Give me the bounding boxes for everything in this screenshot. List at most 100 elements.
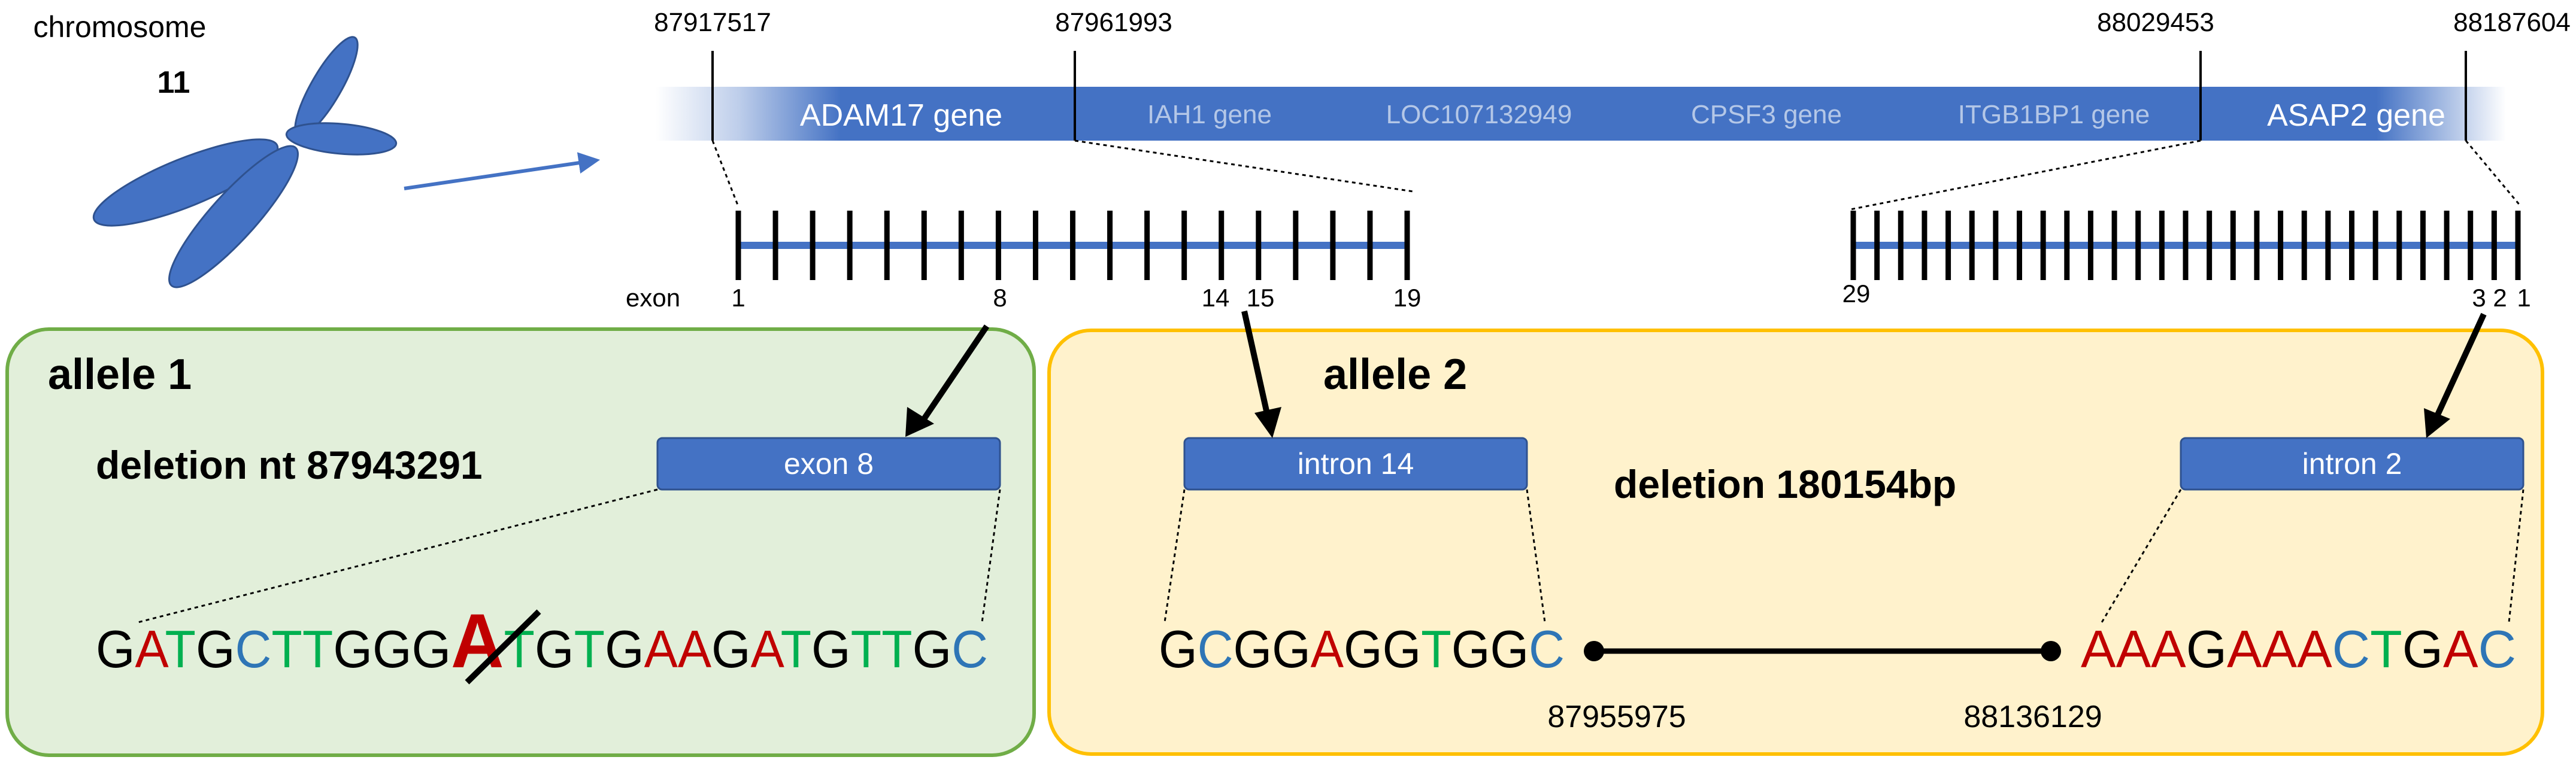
deleted-base-strike bbox=[465, 609, 541, 685]
nucleotide: C bbox=[1529, 619, 1565, 679]
allele2-left-sequence: GCGGAGGTGGC bbox=[1159, 619, 1565, 679]
nucleotide: G bbox=[913, 619, 952, 679]
gene-bar-group: ADAM17 gene IAH1 gene LOC107132949 CPSF3… bbox=[654, 8, 2571, 141]
allele1-region-label: exon 8 bbox=[784, 447, 874, 481]
nucleotide: A bbox=[2443, 619, 2478, 679]
nucleotide: T bbox=[165, 619, 196, 679]
allele2-panel: allele 2 deletion 180154bp intron 14 int… bbox=[1047, 310, 2544, 756]
position-label-3: 88029453 bbox=[2097, 8, 2214, 37]
nucleotide: T bbox=[271, 619, 302, 679]
gene-label-iah1: IAH1 gene bbox=[1147, 100, 1272, 129]
gene-bar bbox=[656, 87, 2506, 141]
zoom-lines bbox=[711, 139, 2522, 211]
allele2-right-arrow bbox=[2431, 312, 2487, 424]
nucleotide: T bbox=[574, 619, 605, 679]
chromosome-arrow bbox=[404, 152, 601, 190]
nucleotide: G bbox=[2402, 619, 2443, 679]
junction-right-dot bbox=[2041, 641, 2061, 661]
nucleotide: G bbox=[372, 619, 412, 679]
nucleotide: T bbox=[2370, 619, 2402, 679]
nucleotide: C bbox=[2478, 619, 2516, 679]
nucleotide: C bbox=[951, 619, 988, 679]
allele2-right-region-box bbox=[2180, 437, 2525, 491]
chromosome-label: chromosome bbox=[34, 10, 207, 44]
nucleotide: G bbox=[1159, 619, 1198, 679]
left-breakpoint-label: 87955975 bbox=[1547, 700, 1686, 734]
allele2-right-arrowhead bbox=[2424, 408, 2450, 438]
nucleotide: G bbox=[333, 619, 372, 679]
exon-label-1-right: 1 bbox=[2517, 284, 2530, 312]
exon-label-14: 14 bbox=[1202, 284, 1230, 312]
gene-label-asap2: ASAP2 gene bbox=[2267, 98, 2445, 133]
chromosome-number: 11 bbox=[157, 65, 190, 100]
exon-prefix-label: exon bbox=[626, 284, 680, 312]
nucleotide: G bbox=[1451, 619, 1490, 679]
nucleotide: A bbox=[678, 619, 711, 679]
exon-ticks-right bbox=[1850, 211, 2521, 280]
allele2-left-arrowhead bbox=[1254, 407, 1281, 438]
nucleotide: C bbox=[235, 619, 272, 679]
right-breakpoint-label: 88136129 bbox=[1963, 700, 2102, 734]
allele2-right-region-label: intron 2 bbox=[2302, 447, 2402, 481]
nucleotide: T bbox=[302, 619, 333, 679]
nucleotide: A bbox=[135, 619, 169, 679]
nucleotide: C bbox=[2332, 619, 2370, 679]
position-label-1: 87917517 bbox=[654, 8, 771, 37]
nucleotide: G bbox=[2186, 619, 2227, 679]
nucleotide: A bbox=[644, 619, 678, 679]
allele2-deletion-label: deletion 180154bp bbox=[1614, 462, 1956, 506]
position-label-4: 88187604 bbox=[2453, 8, 2571, 37]
nucleotide: T bbox=[881, 619, 912, 679]
allele1-deletion-label: deletion nt 87943291 bbox=[96, 443, 483, 487]
nucleotide: G bbox=[535, 619, 574, 679]
nucleotide: A bbox=[2262, 619, 2298, 679]
allele2-zoom-lines bbox=[1163, 489, 2525, 623]
junction-left-dot bbox=[1584, 641, 1604, 661]
exon-map-right bbox=[1850, 211, 2521, 280]
nucleotide: G bbox=[196, 619, 235, 679]
allele2-right-sequence: AAAGAAACTGAC bbox=[2081, 619, 2516, 679]
position-label-2: 87961993 bbox=[1055, 8, 1172, 37]
exon-ticks-left bbox=[735, 211, 1410, 280]
allele1-panel: allele 1 deletion nt 87943291 exon 8 GAT… bbox=[5, 324, 1036, 757]
nucleotide: A bbox=[2297, 619, 2332, 679]
nucleotide: A bbox=[751, 619, 784, 679]
nucleotide: G bbox=[411, 619, 451, 679]
allele1-region-box bbox=[656, 437, 1001, 491]
exon-label-19: 19 bbox=[1393, 284, 1422, 312]
nucleotide: G bbox=[1344, 619, 1383, 679]
allele1-sequence: GATGCTTGGGATGTGAAGATGTTGC bbox=[96, 598, 988, 684]
allele1-zoom-lines bbox=[137, 488, 1001, 624]
exon-label-15: 15 bbox=[1247, 284, 1275, 312]
gene-label-itgb1bp1: ITGB1BP1 gene bbox=[1958, 100, 2150, 129]
nucleotide: T bbox=[851, 619, 881, 679]
allele2-left-region-box bbox=[1183, 437, 1528, 491]
nucleotide: C bbox=[1198, 619, 1234, 679]
allele2-left-region-label: intron 14 bbox=[1298, 447, 1414, 481]
exon-map-left bbox=[735, 211, 1410, 280]
nucleotide: G bbox=[96, 619, 135, 679]
gene-label-loc107132949: LOC107132949 bbox=[1386, 100, 1572, 129]
chromosome-icon bbox=[92, 36, 398, 288]
exon-label-2: 2 bbox=[2493, 284, 2507, 312]
nucleotide: G bbox=[1383, 619, 1422, 679]
exon-label-29: 29 bbox=[1842, 279, 1871, 308]
nucleotide: A bbox=[2081, 619, 2116, 679]
gene-label-cpsf3: CPSF3 gene bbox=[1691, 100, 1842, 129]
allele1-arrowhead bbox=[905, 407, 934, 437]
allele2-box bbox=[1047, 329, 2544, 756]
nucleotide: A bbox=[2227, 619, 2262, 679]
nucleotide: G bbox=[1490, 619, 1529, 679]
nucleotide: A bbox=[2116, 619, 2151, 679]
nucleotide: G bbox=[1234, 619, 1272, 679]
chromosome-group: chromosome 11 bbox=[34, 10, 601, 288]
nucleotide: A bbox=[1311, 619, 1344, 679]
allele1-box bbox=[5, 327, 1036, 757]
nucleotide: G bbox=[605, 619, 644, 679]
allele2-title: allele 2 bbox=[1323, 351, 1467, 399]
exon-label-1: 1 bbox=[731, 284, 745, 312]
allele1-arrow bbox=[916, 324, 990, 428]
nucleotide: G bbox=[811, 619, 851, 679]
exon-label-3: 3 bbox=[2472, 284, 2486, 312]
